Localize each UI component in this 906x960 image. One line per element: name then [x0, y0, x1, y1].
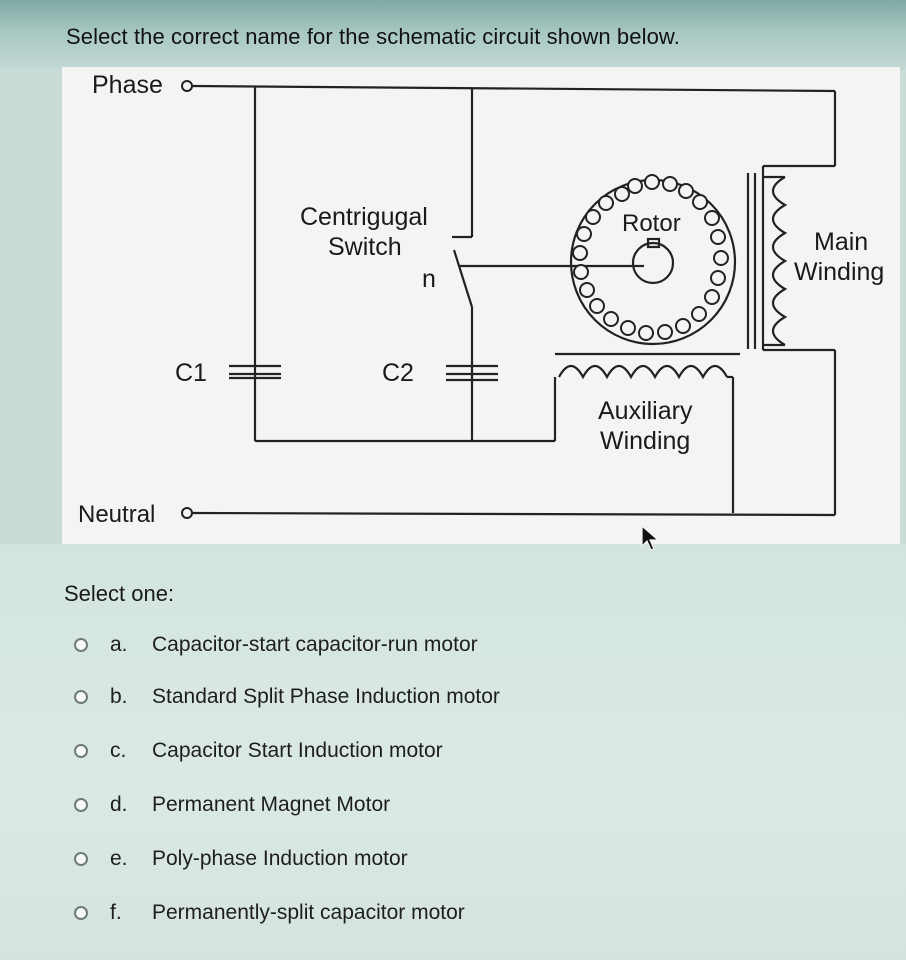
phase-label: Phase	[92, 71, 163, 99]
rotor-slot	[704, 210, 720, 226]
option-c[interactable]: c. Capacitor Start Induction motor	[74, 736, 443, 766]
rotor-slot	[710, 270, 726, 286]
rotor-slot	[675, 318, 691, 334]
rotor-slot	[598, 195, 614, 211]
switch-blade	[452, 249, 474, 308]
rotor-slot	[692, 194, 708, 210]
centrifugal-switch-label-line2: Switch	[328, 233, 402, 261]
option-text: Permanently-split capacitor motor	[152, 901, 465, 924]
rotor-slot	[662, 176, 678, 192]
c1-label: C1	[175, 359, 207, 387]
option-letter: c.	[110, 739, 127, 762]
rotor-slot	[579, 282, 595, 298]
rotor-slot	[704, 289, 720, 305]
neutral-terminal	[181, 507, 193, 519]
rotor-slot	[576, 226, 592, 242]
phase-wire	[191, 84, 836, 93]
option-letter: a.	[110, 633, 128, 656]
option-letter: f.	[110, 901, 122, 924]
rotor-shaft	[631, 241, 675, 285]
question-text: Select the correct name for the schemati…	[66, 24, 680, 49]
radio-button[interactable]	[74, 852, 88, 866]
rotor-slot	[710, 229, 726, 245]
select-one-label: Select one:	[64, 581, 175, 606]
option-text: Permanent Magnet Motor	[152, 793, 391, 816]
rotor-slot	[657, 324, 673, 340]
option-letter: d.	[110, 793, 128, 816]
rotor-slot	[638, 325, 654, 341]
radio-button[interactable]	[74, 906, 88, 920]
aux-winding-label-line2: Winding	[600, 427, 690, 455]
neutral-label: Neutral	[78, 501, 155, 528]
rotor-slot	[627, 178, 643, 194]
option-letter: e.	[110, 847, 128, 870]
main-winding-label-line2: Winding	[794, 258, 884, 286]
circuit-svg: Phase Neutral Centrigugal Switch n C1 C2…	[78, 71, 884, 528]
c2-label: C2	[382, 359, 414, 387]
phase-terminal	[181, 80, 193, 92]
option-b[interactable]: b. Standard Split Phase Induction motor	[74, 682, 500, 712]
radio-button[interactable]	[74, 638, 88, 652]
rotor-body	[569, 178, 737, 346]
option-text: Capacitor Start Induction motor	[152, 739, 443, 762]
main-winding-label-line1: Main	[814, 228, 868, 256]
radio-button[interactable]	[74, 690, 88, 704]
rotor-slot	[644, 174, 660, 190]
rotor-slot	[573, 264, 589, 280]
rotor-slot	[572, 245, 588, 261]
option-text: Capacitor-start capacitor-run motor	[152, 633, 478, 656]
radio-button[interactable]	[74, 798, 88, 812]
circuit-diagram: Phase Neutral Centrigugal Switch n C1 C2…	[62, 67, 900, 544]
option-letter: b.	[110, 685, 128, 708]
option-f[interactable]: f. Permanently-split capacitor motor	[74, 898, 465, 928]
question-header: Select the correct name for the schemati…	[0, 0, 906, 70]
aux-winding-coil	[558, 364, 728, 380]
aux-winding-label-line1: Auxiliary	[598, 397, 693, 425]
rotor-slot	[585, 209, 601, 225]
rotor-slot	[713, 250, 729, 266]
rotor-slot	[589, 298, 605, 314]
rotor-slot	[620, 320, 636, 336]
centrifugal-switch-label-line1: Centrigugal	[300, 203, 428, 231]
rotor-label: Rotor	[622, 210, 681, 237]
answer-section: Select one: a. Capacitor-start capacitor…	[0, 544, 906, 960]
rotor-slot	[603, 311, 619, 327]
rotor-slot	[678, 183, 694, 199]
option-text: Poly-phase Induction motor	[152, 847, 408, 870]
main-winding-coil	[771, 176, 788, 346]
mouse-pointer-icon	[641, 524, 660, 551]
option-e[interactable]: e. Poly-phase Induction motor	[74, 844, 408, 874]
option-d[interactable]: d. Permanent Magnet Motor	[74, 790, 390, 820]
neutral-wire	[191, 511, 836, 517]
option-a[interactable]: a. Capacitor-start capacitor-run motor	[74, 630, 478, 660]
rotor-slot	[614, 186, 630, 202]
option-text: Standard Split Phase Induction motor	[152, 685, 500, 708]
rotor-key	[646, 237, 661, 249]
switch-n-label: n	[422, 265, 436, 293]
radio-button[interactable]	[74, 744, 88, 758]
rotor-slot	[691, 306, 707, 322]
